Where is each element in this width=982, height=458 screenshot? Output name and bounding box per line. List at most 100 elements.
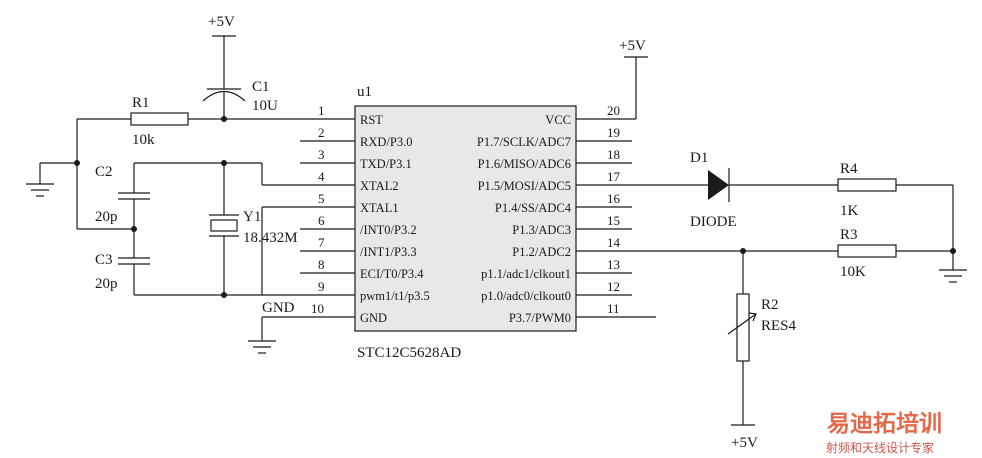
capacitor-c2: C2 20p: [95, 162, 224, 258]
r3-value: 10K: [840, 264, 866, 280]
vcc-right: +5V: [619, 38, 648, 119]
pin-2: 2 RXD/P3.0: [300, 125, 412, 149]
left-pins: 1 RST 2 RXD/P3.0 3 TXD/P3.1 4 XTAL2 5 XT…: [262, 103, 430, 325]
pin-20: 20 VCC: [545, 103, 636, 127]
pin-name: ECI/T0/P3.4: [360, 267, 424, 281]
pin-number: 6: [318, 213, 325, 228]
pin-number: 16: [607, 191, 621, 206]
chip-body: [354, 105, 577, 332]
pin-name: RXD/P3.0: [360, 135, 412, 149]
pin-number: 11: [607, 301, 620, 316]
chip-designator: u1: [357, 84, 372, 100]
pin-4: 4 XTAL2: [300, 169, 399, 193]
resistor-r1: R1 10k: [77, 95, 300, 148]
r1-value: 10k: [132, 132, 155, 148]
pin-13: 13 p1.1/adc1/clkout1: [481, 257, 632, 281]
pin-name: RST: [360, 113, 383, 127]
pin-number: 20: [607, 103, 620, 118]
c3-ref: C3: [95, 252, 113, 268]
pin-number: 2: [318, 125, 325, 140]
pin-number: 19: [607, 125, 620, 140]
pin-number: 18: [607, 147, 620, 162]
d1-value: DIODE: [690, 214, 737, 230]
r4-value: 1K: [840, 203, 859, 219]
ground-right: [939, 251, 967, 283]
pin-17: 17 P1.5/MOSI/ADC5: [478, 169, 708, 193]
pin-name: pwm1/t1/p3.5: [360, 289, 430, 303]
pin-number: 14: [607, 235, 621, 250]
pin-name: P1.7/SCLK/ADC7: [477, 135, 571, 149]
pin-name: p1.1/adc1/clkout1: [481, 267, 571, 281]
chip-part-number: STC12C5628AD: [357, 345, 461, 361]
r3-ref: R3: [840, 227, 858, 243]
r2-ref: R2: [761, 297, 779, 313]
pin-16: 16 P1.4/SS/ADC4: [495, 191, 632, 215]
pin-name: P1.3/ADC3: [512, 223, 571, 237]
pin-12: 12 p1.0/adc0/clkout0: [481, 279, 632, 303]
pin-name: P1.2/ADC2: [512, 245, 571, 259]
resistor-r4: R4 1K: [837, 161, 954, 251]
pin-number: 12: [607, 279, 620, 294]
pin-number: 10: [311, 301, 324, 316]
pin-19: 19 P1.7/SCLK/ADC7: [477, 125, 632, 149]
pin-18: 18 P1.6/MISO/ADC6: [478, 147, 632, 171]
right-pins: 20 VCC 19 P1.7/SCLK/ADC7 18 P1.6/MISO/AD…: [477, 103, 838, 325]
c3-value: 20p: [95, 276, 118, 292]
watermark-subtitle: 射频和天线设计专家: [826, 440, 934, 455]
c2-value: 20p: [95, 209, 118, 225]
c2-ref: C2: [95, 164, 113, 180]
pin-number: 15: [607, 213, 620, 228]
pin-number: 1: [318, 103, 325, 118]
pin-15: 15 P1.3/ADC3: [512, 213, 632, 237]
capacitor-c3: C3 20p: [95, 252, 300, 296]
pin-number: 4: [318, 169, 325, 184]
watermark-logo: 易迪拓培训 射频和天线设计专家: [826, 410, 942, 455]
pin-9: 9 pwm1/t1/p3.5: [300, 279, 430, 303]
pin-name: p1.0/adc0/clkout0: [481, 289, 571, 303]
c1-value: 10U: [252, 98, 278, 114]
pin-name: /INT0/P3.2: [360, 223, 417, 237]
pin-number: 7: [318, 235, 325, 250]
pin-11: 11 P3.7/PWM0: [509, 301, 656, 325]
pin-name: P1.5/MOSI/ADC5: [478, 179, 571, 193]
pin-8: 8 ECI/T0/P3.4: [300, 257, 424, 281]
pin-name: /INT1/P3.3: [360, 245, 417, 259]
y1-value: 18.432M: [243, 230, 298, 246]
watermark-title: 易迪拓培训: [827, 410, 942, 437]
pin-number: 8: [318, 257, 325, 272]
diode-d1: D1 DIODE: [690, 150, 838, 230]
vcc-top-label: +5V: [208, 14, 235, 30]
pin-number: 13: [607, 257, 620, 272]
pin-number: 3: [318, 147, 325, 162]
gnd-label: GND: [262, 300, 295, 316]
pin-name: P1.4/SS/ADC4: [495, 201, 572, 215]
pin-6: 6 /INT0/P3.2: [300, 213, 417, 237]
r4-ref: R4: [840, 161, 858, 177]
pin-14: 14 P1.2/ADC2: [512, 235, 838, 259]
d1-ref: D1: [690, 150, 708, 166]
pin-number: 5: [318, 191, 325, 206]
resistor-r2: R2 RES4 +5V: [727, 251, 797, 451]
capacitor-c1: C1 10U: [202, 79, 278, 119]
vcc-bottom-label: +5V: [731, 435, 758, 451]
vcc-top: +5V: [208, 14, 236, 89]
pin-3: 3 TXD/P3.1: [300, 147, 412, 171]
pin-name: P3.7/PWM0: [509, 311, 571, 325]
pin-name: XTAL1: [360, 201, 399, 215]
pin-7: 7 /INT1/P3.3: [300, 235, 417, 259]
left-ground-net: [26, 119, 137, 232]
c1-ref: C1: [252, 79, 270, 95]
crystal-y1: Y1 18.432M: [209, 160, 300, 298]
pin-10: 10 GND: [262, 301, 387, 325]
pin-number: 9: [318, 279, 325, 294]
pin-name: XTAL2: [360, 179, 399, 193]
pin-name: TXD/P3.1: [360, 157, 412, 171]
pin-name: VCC: [545, 113, 571, 127]
pin-name: P1.6/MISO/ADC6: [478, 157, 571, 171]
ground-pin10: GND: [248, 300, 295, 354]
pin-name: GND: [360, 311, 387, 325]
y1-ref: Y1: [243, 209, 261, 225]
resistor-r3: R3 10K: [740, 227, 956, 280]
pin-number: 17: [607, 169, 621, 184]
pin-1: 1 RST: [300, 103, 383, 127]
